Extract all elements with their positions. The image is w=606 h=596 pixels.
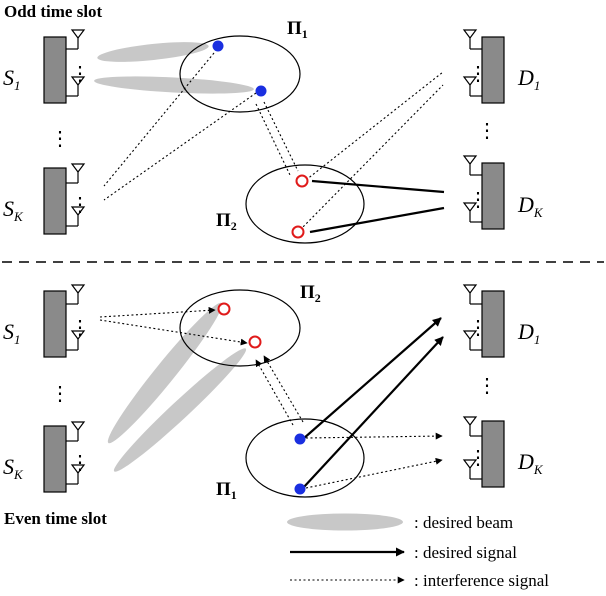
cluster-pi1-even (245, 418, 365, 498)
svg-text:⋮: ⋮ (468, 317, 488, 339)
desired-beam-odd-2 (94, 76, 254, 94)
legend-beam-label: : desired beam (414, 513, 513, 532)
legend-beam-swatch (287, 513, 403, 531)
svg-text:⋮: ⋮ (468, 189, 488, 211)
dest-label-K-even: DK (517, 449, 544, 477)
source-node-K-even: ⋮ (43, 421, 90, 493)
legend-interference-label: : interference signal (414, 571, 549, 590)
cluster-pi1-label-even: Π1 (216, 479, 237, 502)
relay-receive-even-2 (248, 335, 262, 349)
source-node-K-odd: ⋮ (43, 163, 90, 235)
source-ellipsis-odd: ⋮ (50, 128, 70, 150)
cluster-pi2-odd (245, 164, 365, 244)
relay-receive-odd-2 (291, 225, 305, 239)
interference-signals-odd (103, 52, 444, 231)
desired-beam-odd-1 (97, 42, 209, 62)
dest-label-K-odd: DK (517, 192, 544, 220)
dest-ellipsis-odd: ⋮ (477, 120, 497, 142)
svg-text:⋮: ⋮ (468, 63, 488, 85)
cluster-pi2-label-even: Π2 (300, 282, 321, 305)
svg-text:⋮: ⋮ (468, 447, 488, 469)
source-label-1-odd: S1 (3, 65, 21, 93)
dest-label-1-odd: D1 (517, 65, 540, 93)
relay-transmit-even-1 (294, 433, 306, 445)
source-node-1-even: ⋮ (43, 284, 90, 358)
dest-node-K-odd: ⋮ (463, 155, 505, 230)
relay-receive-odd-1 (295, 174, 309, 188)
cluster-pi1-label-odd: Π1 (287, 18, 308, 41)
cluster-pi2-even (179, 289, 301, 367)
relay-transmit-odd-2 (255, 85, 267, 97)
desired-beam-even-1 (107, 302, 223, 444)
desired-signals-odd (309, 179, 445, 234)
legend: : desired beam : desired signal : interf… (287, 513, 549, 590)
even-slot-title: Even time slot (4, 509, 107, 528)
interference-signals-even (99, 306, 443, 489)
desired-beam-even-2 (113, 348, 247, 472)
cluster-pi2-label-odd: Π2 (216, 210, 237, 233)
source-label-K-even: SK (3, 454, 24, 482)
cluster-pi1-odd (179, 35, 301, 113)
relay-transmit-even-2 (294, 483, 306, 495)
dest-node-1-even: ⋮ (463, 284, 505, 358)
svg-text:⋮: ⋮ (70, 194, 90, 216)
dest-node-1-odd: ⋮ (463, 29, 505, 104)
svg-text:⋮: ⋮ (70, 452, 90, 474)
odd-slot-title: Odd time slot (4, 2, 103, 21)
source-ellipsis-even: ⋮ (50, 383, 70, 405)
dest-node-K-even: ⋮ (463, 416, 505, 488)
relay-transmit-odd-1 (212, 40, 224, 52)
source-label-1-even: S1 (3, 319, 21, 347)
svg-text:⋮: ⋮ (70, 317, 90, 339)
source-label-K-odd: SK (3, 196, 24, 224)
legend-signal-label: : desired signal (414, 543, 517, 562)
source-node-1-odd: ⋮ (43, 29, 90, 104)
svg-text:⋮: ⋮ (70, 63, 90, 85)
relay-receive-even-1 (217, 302, 231, 316)
dest-label-1-even: D1 (517, 319, 540, 347)
desired-signals-even (302, 317, 444, 489)
dest-ellipsis-even: ⋮ (477, 375, 497, 397)
